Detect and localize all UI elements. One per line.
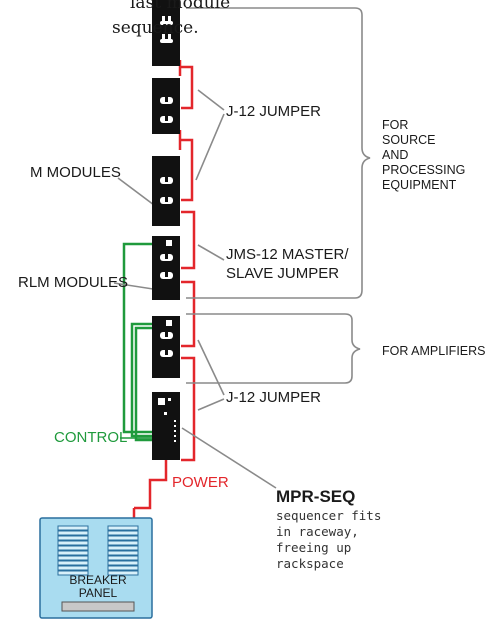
breaker-switch (57, 535, 89, 541)
breaker-switch (57, 545, 89, 551)
jms12-label-line-2: SLAVE JUMPER (226, 265, 340, 282)
breaker-switch (107, 530, 139, 536)
breaker-switch (107, 535, 139, 541)
breaker-switch (107, 565, 139, 571)
m-modules-label: M MODULES (30, 164, 121, 181)
breaker-panel (39, 517, 153, 619)
breaker-switch (107, 570, 139, 576)
j12-jumper-top-label: J-12 JUMPER (226, 103, 322, 120)
breaker-switch (107, 550, 139, 556)
mpr-seq-module (152, 392, 180, 460)
intro-line-2: sequence. (112, 18, 199, 38)
breaker-switch (57, 540, 89, 546)
breaker-switch (57, 530, 89, 536)
for-source-line-2: SOURCE (382, 133, 436, 147)
breaker-switch (57, 525, 89, 531)
mpr-seq-desc-line-4: rackspace (276, 556, 344, 571)
power-label: POWER (172, 474, 229, 491)
rlm-modules-label: RLM MODULES (18, 274, 129, 291)
for-source-line-1: FOR (382, 118, 409, 132)
power-feed (134, 460, 168, 510)
control-label: CONTROL (54, 429, 128, 446)
control-wires (122, 242, 162, 442)
breaker-switch (107, 555, 139, 561)
breaker-switch (57, 565, 89, 571)
for-source-line-3: AND (382, 148, 409, 162)
intro-line-1: last module (130, 0, 231, 13)
breaker-switch (107, 545, 139, 551)
j12-jumper-bottom-label: J-12 JUMPER (226, 389, 322, 406)
breaker-switch (57, 555, 89, 561)
rlm-module-2 (152, 316, 180, 378)
mpr-seq-title: MPR-SEQ (276, 487, 356, 506)
for-source-line-4: PROCESSING (382, 163, 466, 177)
m-module-2 (152, 78, 180, 134)
source-bracket (186, 7, 371, 299)
breaker-switch (57, 550, 89, 556)
breaker-switch (107, 560, 139, 566)
amplifier-bracket (186, 313, 361, 384)
for-source-line-5: EQUIPMENT (382, 178, 457, 192)
for-amplifiers-label: FOR AMPLIFIERS (382, 344, 486, 358)
breaker-switch (57, 570, 89, 576)
breaker-label-line-2: PANEL (78, 586, 118, 600)
m-module-1 (152, 0, 180, 66)
breaker-switch (107, 540, 139, 546)
m-module-3 (152, 156, 180, 226)
mpr-seq-desc-line-3: freeing up (276, 540, 352, 555)
mpr-seq-desc-line-2: in raceway, (276, 524, 359, 539)
breaker-switch (107, 525, 139, 531)
breaker-switch (57, 560, 89, 566)
jms12-label-line-1: JMS-12 MASTER/ (226, 246, 349, 263)
rlm-module-1 (152, 236, 180, 300)
mpr-seq-desc-line-1: sequencer fits (276, 508, 382, 523)
module-stack (152, 0, 180, 460)
breaker-label-line-1: BREAKER (69, 573, 127, 587)
